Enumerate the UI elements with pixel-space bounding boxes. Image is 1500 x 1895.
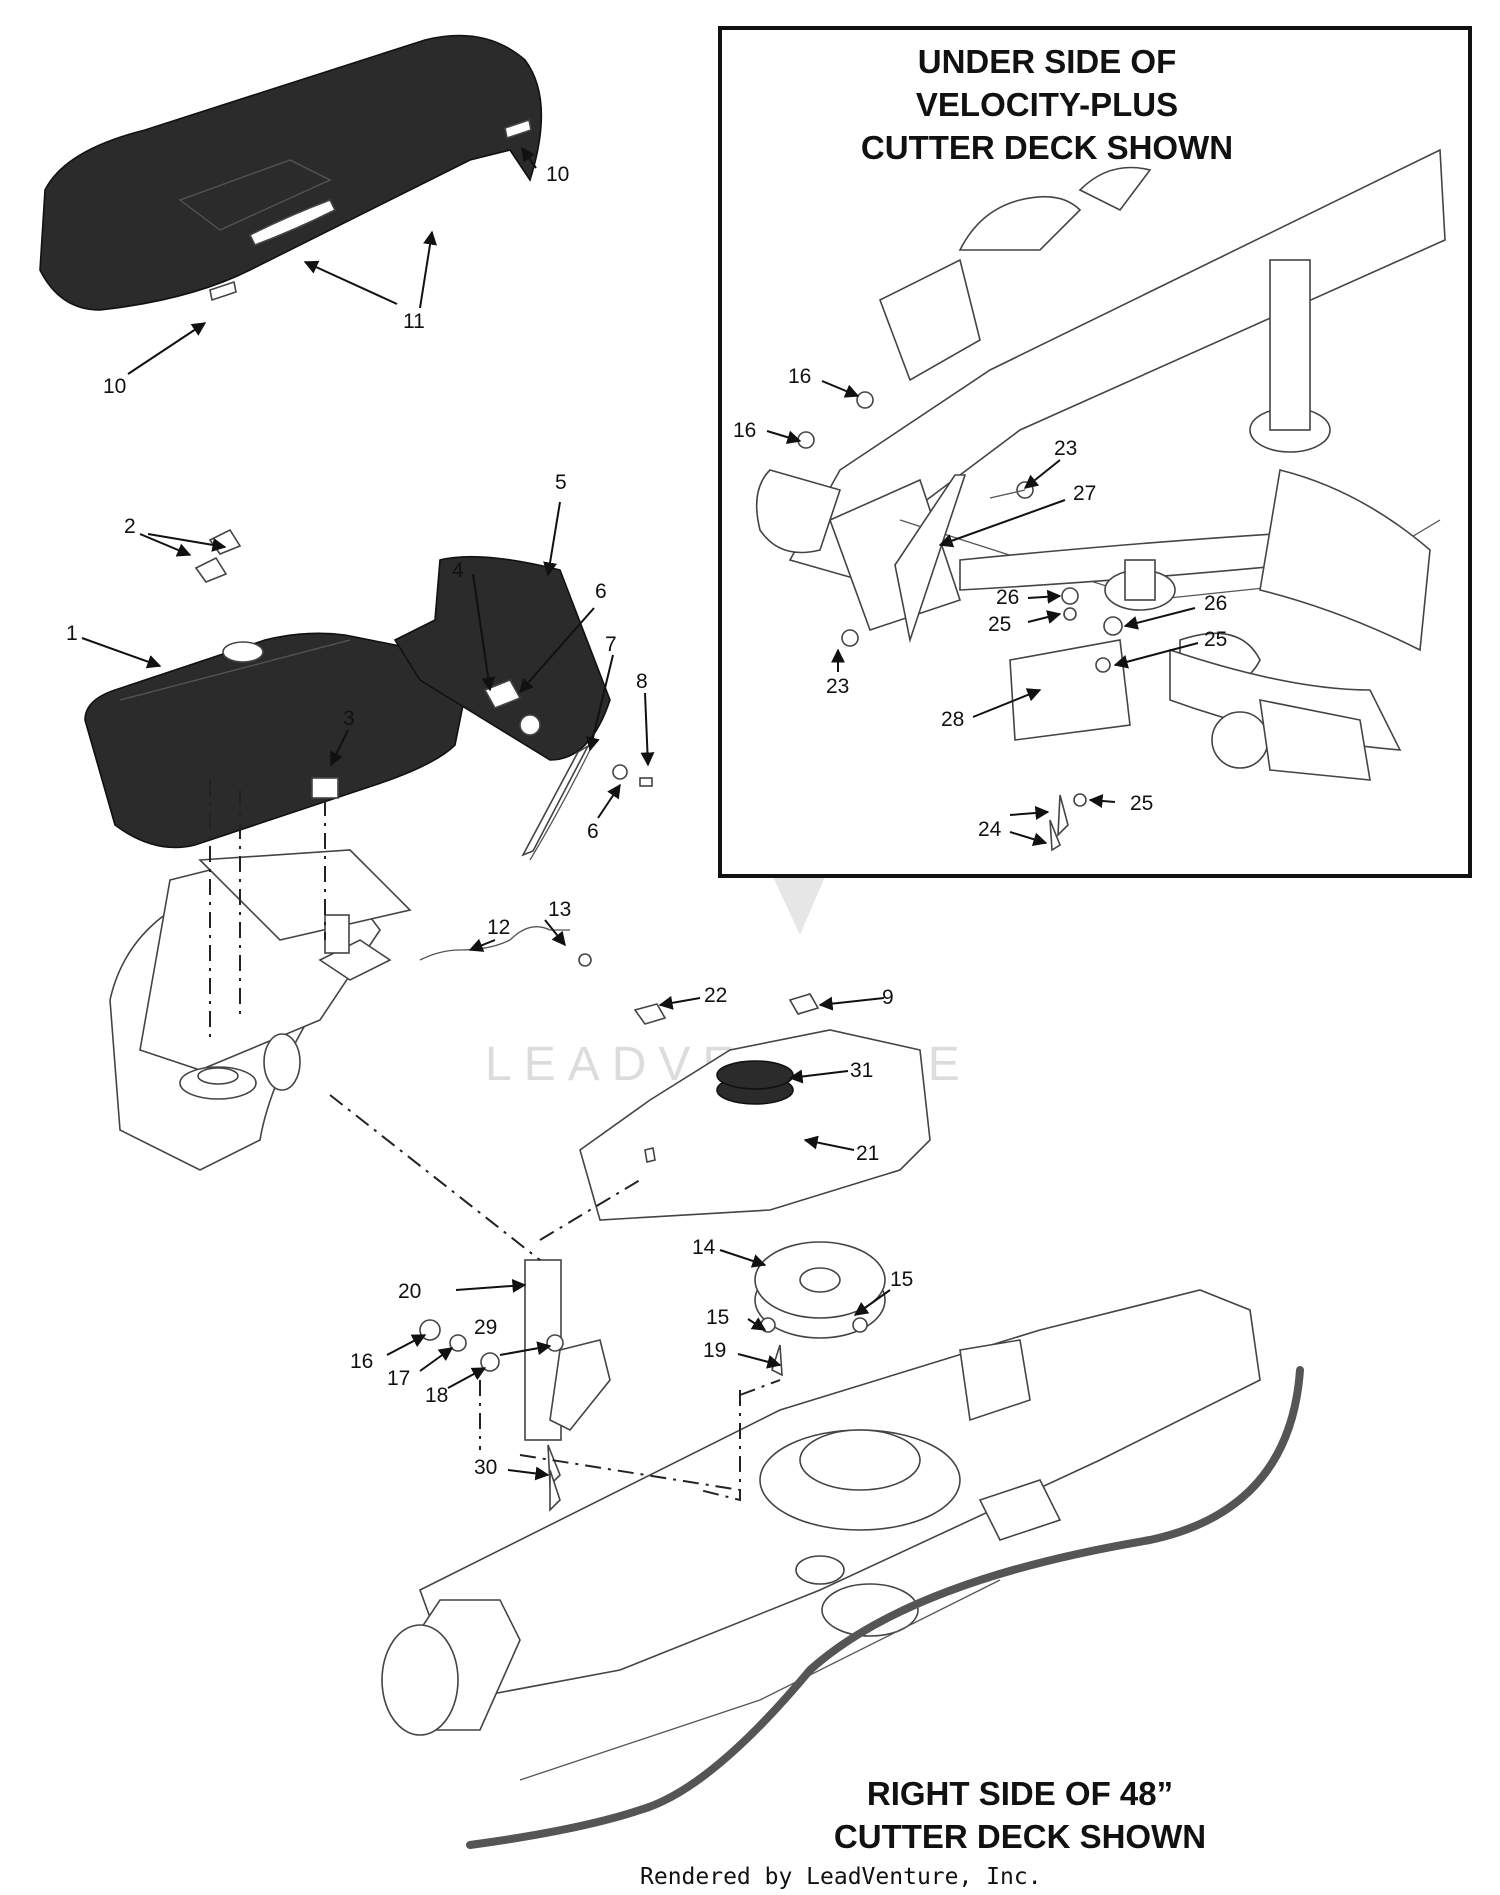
cover-plate bbox=[579, 993, 931, 1221]
callout-8: 8 bbox=[636, 670, 648, 693]
callout-labels: 10 11 10 2 1 3 4 5 6 7 8 6 12 13 22 9 31… bbox=[66, 163, 1227, 1479]
inset-callout-28: 28 bbox=[941, 708, 964, 731]
main-caption-line-2: CUTTER DECK SHOWN bbox=[834, 1818, 1206, 1855]
inset-callout-27: 27 bbox=[1073, 482, 1096, 505]
inset-callout-16a: 16 bbox=[788, 365, 811, 388]
belt-cover bbox=[84, 528, 466, 849]
render-credit: Rendered by LeadVenture, Inc. bbox=[640, 1864, 1042, 1890]
callout-5: 5 bbox=[555, 471, 567, 494]
callout-19: 19 bbox=[703, 1339, 726, 1362]
inset-callout-23b: 23 bbox=[826, 675, 849, 698]
callout-9: 9 bbox=[882, 986, 894, 1009]
callout-3: 3 bbox=[343, 707, 355, 730]
inset-callout-25b: 25 bbox=[1204, 628, 1227, 651]
callout-14: 14 bbox=[692, 1236, 716, 1259]
callout-15b: 15 bbox=[706, 1306, 729, 1329]
alignment-lines bbox=[209, 780, 781, 1502]
callout-30: 30 bbox=[474, 1456, 497, 1479]
callout-29: 29 bbox=[474, 1316, 497, 1339]
callout-4: 4 bbox=[452, 559, 464, 582]
inset-callout-25a: 25 bbox=[988, 613, 1011, 636]
inset-callout-25c: 25 bbox=[1130, 792, 1153, 815]
callout-20: 20 bbox=[398, 1280, 421, 1303]
inset-callout-16b: 16 bbox=[733, 419, 756, 442]
callout-6a: 6 bbox=[595, 580, 607, 603]
callout-21: 21 bbox=[856, 1142, 879, 1165]
inset-callout-23a: 23 bbox=[1054, 437, 1077, 460]
callout-10a: 10 bbox=[546, 163, 569, 186]
inset-panel bbox=[718, 26, 1472, 878]
inset-callout-26a: 26 bbox=[996, 586, 1019, 609]
callout-16: 16 bbox=[350, 1350, 373, 1373]
inset-title-line-1: UNDER SIDE OF bbox=[918, 43, 1177, 80]
leader-arrows bbox=[81, 146, 1199, 1481]
main-caption: RIGHT SIDE OF 48” CUTTER DECK SHOWN bbox=[834, 1775, 1206, 1855]
callout-11: 11 bbox=[403, 310, 425, 333]
callout-2: 2 bbox=[124, 515, 136, 538]
callout-1: 1 bbox=[66, 622, 78, 645]
callout-10b: 10 bbox=[103, 375, 126, 398]
callout-17: 17 bbox=[387, 1367, 410, 1390]
main-caption-line-1: RIGHT SIDE OF 48” bbox=[867, 1775, 1173, 1812]
idler-bracket bbox=[419, 1259, 611, 1512]
callout-12: 12 bbox=[487, 916, 510, 939]
deflector-assembly bbox=[39, 34, 543, 311]
callout-31: 31 bbox=[850, 1059, 873, 1082]
callout-15a: 15 bbox=[890, 1268, 913, 1291]
discharge-chute bbox=[393, 555, 653, 861]
inset-title: UNDER SIDE OF VELOCITY-PLUS CUTTER DECK … bbox=[861, 43, 1233, 166]
inset-callout-24: 24 bbox=[978, 818, 1002, 841]
idler-pulley bbox=[754, 1241, 886, 1377]
callout-13: 13 bbox=[548, 898, 571, 921]
inset-title-line-2: VELOCITY-PLUS bbox=[916, 86, 1178, 123]
break-line bbox=[466, 1366, 1304, 1849]
inset-title-line-3: CUTTER DECK SHOWN bbox=[861, 129, 1233, 166]
spindle-housing bbox=[109, 849, 592, 1171]
callout-18: 18 bbox=[425, 1384, 448, 1407]
callout-22: 22 bbox=[704, 984, 727, 1007]
inset-callout-26b: 26 bbox=[1204, 592, 1227, 615]
callout-7: 7 bbox=[605, 633, 617, 656]
callout-6b: 6 bbox=[587, 820, 599, 843]
lower-deck bbox=[381, 1289, 1261, 1781]
